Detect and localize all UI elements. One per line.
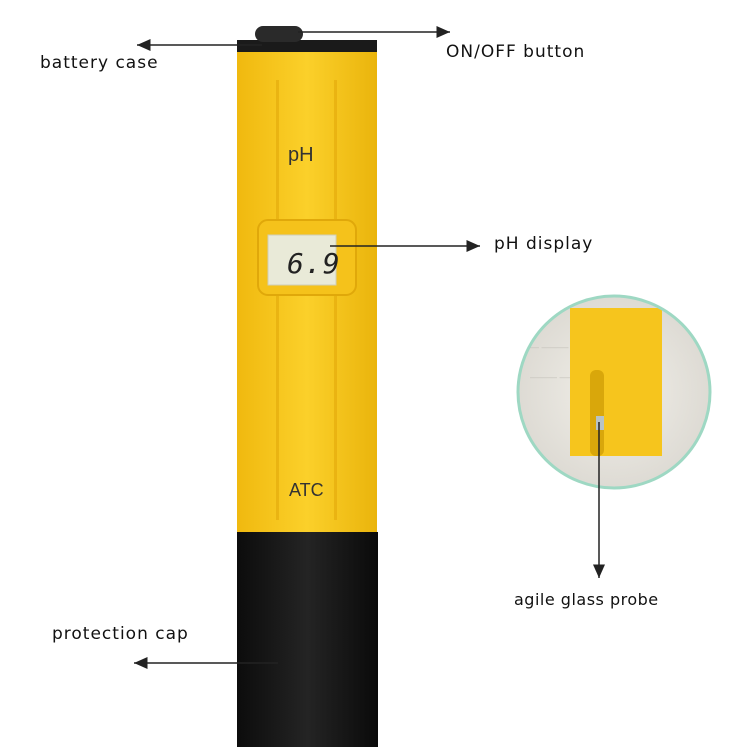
- protection-cap: [237, 532, 378, 747]
- label-agile-glass-probe: agile glass probe: [514, 590, 659, 609]
- meter-atc-text: ATC: [289, 480, 324, 500]
- meter-ph-text: pH: [288, 144, 314, 166]
- label-ph-display: pH display: [494, 234, 594, 254]
- battery-case: [237, 40, 377, 54]
- lcd-screen: [267, 234, 337, 286]
- label-protection-cap: protection cap: [52, 624, 189, 644]
- body-groove-left: [276, 80, 279, 520]
- lcd-reading: 6.9: [287, 247, 341, 280]
- probe-inset: — ——— ——— —— —— ——— —— ——— ———: [516, 294, 712, 490]
- body-groove-right: [334, 80, 337, 520]
- inset-circle-border: [516, 294, 712, 490]
- on-off-button: [255, 26, 303, 42]
- inset-meter-tip: [570, 308, 662, 456]
- label-on-off-button: ON/OFF button: [446, 42, 586, 62]
- label-battery-case: battery case: [40, 53, 159, 73]
